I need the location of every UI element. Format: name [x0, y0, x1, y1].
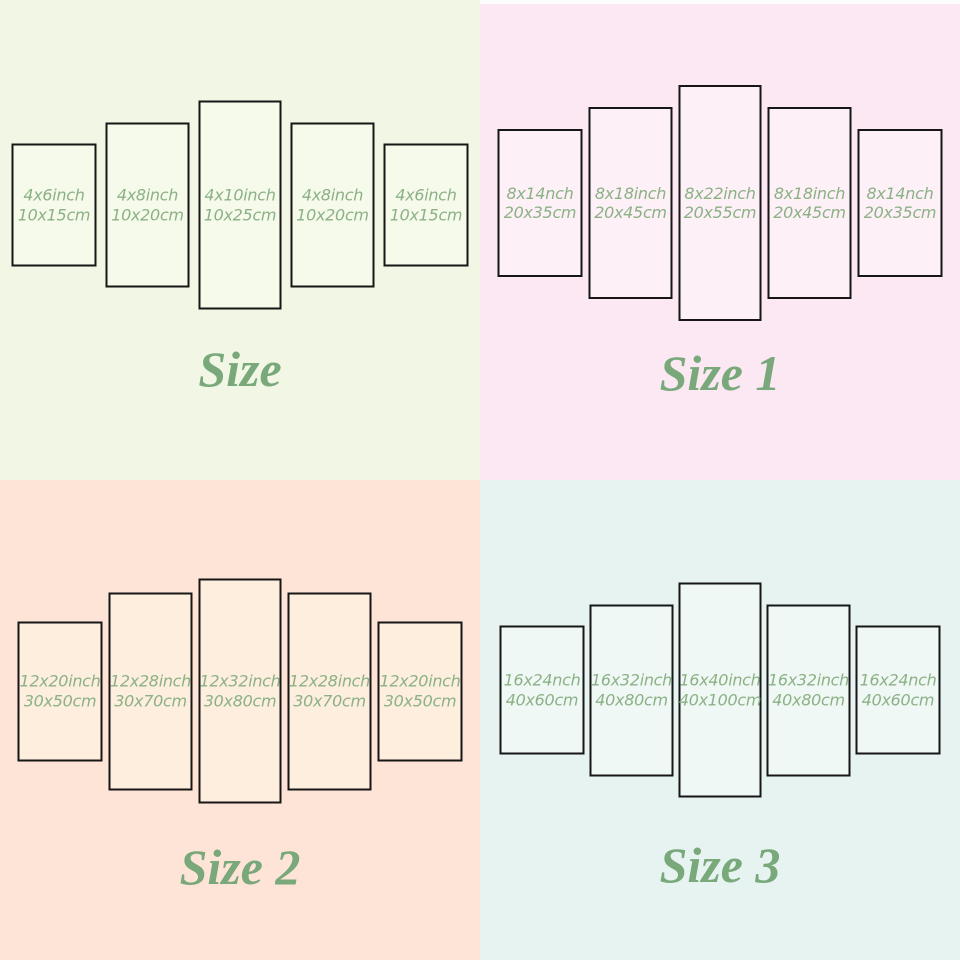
quadrant-title: Size 2	[179, 839, 301, 895]
image-seam-strip	[480, 0, 960, 4]
panel-size-inch: 8x22inch	[684, 183, 756, 203]
panel-size-label: 4x6inch 10x15cm	[389, 185, 463, 224]
panel-size-inch: 12x28inch	[110, 671, 192, 691]
canvas-panel: 8x22inch 20x55cm	[678, 85, 762, 321]
panel-size-label: 4x8inch 10x20cm	[111, 185, 184, 224]
canvas-panel: 16x32inch 40x80cm	[589, 604, 674, 776]
panel-size-cm: 20x35cm	[863, 203, 937, 222]
panel-size-inch: 8x18inch	[594, 183, 667, 203]
canvas-panel: 16x32inch 40x80cm	[766, 604, 851, 776]
panel-size-inch: 16x40inch	[679, 670, 761, 690]
canvas-panel: 8x18inch 20x45cm	[767, 107, 852, 299]
canvas-panel: 16x24nch 40x60cm	[855, 625, 941, 755]
canvas-panel: 16x40inch 40x100cm	[678, 582, 762, 798]
canvas-panel: 12x28inch 30x70cm	[108, 592, 193, 790]
panel-size-inch: 4x10inch	[204, 185, 276, 205]
canvas-panel: 12x32inch 30x80cm	[198, 578, 282, 804]
quadrant-size-2: 12x20inch 30x50cm 12x28inch 30x70cm 12x3…	[0, 480, 480, 960]
panel-row: 16x24nch 40x60cm 16x32inch 40x80cm 16x40…	[499, 582, 941, 798]
panel-size-inch: 12x20inch	[379, 671, 461, 691]
quadrant-size-3: 16x24nch 40x60cm 16x32inch 40x80cm 16x40…	[480, 480, 960, 960]
panel-size-inch: 16x24nch	[859, 670, 937, 690]
panel-size-label: 16x24nch 40x60cm	[504, 671, 581, 709]
panel-size-inch: 4x6inch	[395, 185, 457, 205]
panel-size-cm: 30x70cm	[114, 691, 187, 710]
panel-size-cm: 30x50cm	[23, 691, 97, 710]
canvas-panel: 4x10inch 10x25cm	[198, 100, 282, 310]
canvas-panel: 8x14nch 20x35cm	[857, 129, 943, 277]
panel-size-inch: 8x18inch	[773, 183, 846, 203]
canvas-panel: 4x6inch 10x15cm	[383, 143, 469, 267]
panel-size-inch: 8x14nch	[866, 183, 934, 203]
panel-size-label: 16x32inch 40x80cm	[768, 671, 849, 709]
panel-row: 12x20inch 30x50cm 12x28inch 30x70cm 12x3…	[17, 578, 463, 804]
panel-size-label: 12x20inch 30x50cm	[20, 672, 101, 710]
panel-size-cm: 20x45cm	[594, 203, 667, 222]
canvas-panel: 8x18inch 20x45cm	[588, 107, 673, 299]
panel-size-label: 16x32inch 40x80cm	[591, 671, 672, 709]
panel-size-cm: 30x80cm	[203, 691, 277, 710]
panel-size-cm: 10x15cm	[17, 205, 91, 224]
panel-size-label: 12x28inch 30x70cm	[289, 672, 370, 710]
panel-size-inch: 8x14nch	[506, 183, 574, 203]
panel-size-cm: 10x25cm	[203, 205, 277, 224]
panel-size-cm: 40x60cm	[505, 690, 579, 709]
canvas-panel: 4x8inch 10x20cm	[290, 122, 375, 288]
panel-size-label: 16x40inch 40x100cm	[678, 670, 762, 709]
panel-size-cm: 20x35cm	[503, 203, 577, 222]
panel-size-label: 4x8inch 10x20cm	[296, 185, 369, 224]
panel-row: 4x6inch 10x15cm 4x8inch 10x20cm 4x10inch…	[11, 100, 469, 310]
panel-size-inch: 12x32inch	[199, 671, 281, 691]
panel-size-inch: 4x6inch	[23, 185, 85, 205]
panel-size-label: 12x20inch 30x50cm	[380, 672, 461, 710]
canvas-panel: 8x14nch 20x35cm	[497, 129, 583, 277]
panel-size-cm: 20x45cm	[773, 203, 846, 222]
panel-size-cm: 30x50cm	[383, 691, 457, 710]
panel-size-inch: 12x20inch	[19, 671, 101, 691]
panel-size-cm: 40x80cm	[595, 690, 668, 709]
panel-size-cm: 40x80cm	[772, 690, 845, 709]
panel-size-inch: 16x32inch	[591, 670, 673, 690]
panel-size-inch: 12x28inch	[289, 671, 371, 691]
canvas-panel: 12x28inch 30x70cm	[287, 592, 372, 790]
panel-size-label: 4x6inch 10x15cm	[17, 185, 91, 224]
panel-size-inch: 4x8inch	[116, 185, 179, 205]
quadrant-size: 4x6inch 10x15cm 4x8inch 10x20cm 4x10inch…	[0, 0, 480, 480]
panel-row: 8x14nch 20x35cm 8x18inch 20x45cm 8x22inc…	[497, 85, 943, 321]
panel-size-inch: 16x24nch	[503, 670, 581, 690]
panel-size-cm: 40x60cm	[861, 690, 935, 709]
panel-size-cm: 20x55cm	[683, 203, 757, 222]
panel-size-label: 12x28inch 30x70cm	[110, 672, 191, 710]
panel-size-cm: 40x100cm	[678, 690, 762, 709]
quadrant-title: Size 3	[659, 837, 781, 893]
panel-size-label: 4x10inch 10x25cm	[203, 185, 277, 224]
panel-size-label: 8x14nch 20x35cm	[503, 183, 577, 222]
panel-size-label: 8x14nch 20x35cm	[863, 183, 937, 222]
panel-size-label: 8x18inch 20x45cm	[773, 183, 846, 222]
panel-size-cm: 10x20cm	[111, 205, 184, 224]
panel-size-inch: 4x8inch	[301, 185, 364, 205]
panel-size-label: 8x22inch 20x55cm	[683, 183, 757, 222]
panel-size-inch: 16x32inch	[768, 670, 850, 690]
panel-size-label: 12x32inch 30x80cm	[200, 672, 281, 710]
panel-size-cm: 10x15cm	[389, 205, 463, 224]
canvas-panel: 16x24nch 40x60cm	[499, 625, 585, 755]
canvas-panel: 4x6inch 10x15cm	[11, 143, 97, 267]
quadrant-size-1: 8x14nch 20x35cm 8x18inch 20x45cm 8x22inc…	[480, 0, 960, 480]
panel-size-cm: 30x70cm	[293, 691, 366, 710]
panel-size-label: 16x24nch 40x60cm	[860, 671, 937, 709]
panel-size-cm: 10x20cm	[296, 205, 369, 224]
canvas-panel: 12x20inch 30x50cm	[377, 621, 463, 761]
quadrant-title: Size 1	[659, 345, 781, 401]
canvas-panel: 12x20inch 30x50cm	[17, 621, 103, 761]
quadrant-title: Size	[198, 341, 282, 397]
canvas-panel: 4x8inch 10x20cm	[105, 122, 190, 288]
panel-size-label: 8x18inch 20x45cm	[594, 183, 667, 222]
